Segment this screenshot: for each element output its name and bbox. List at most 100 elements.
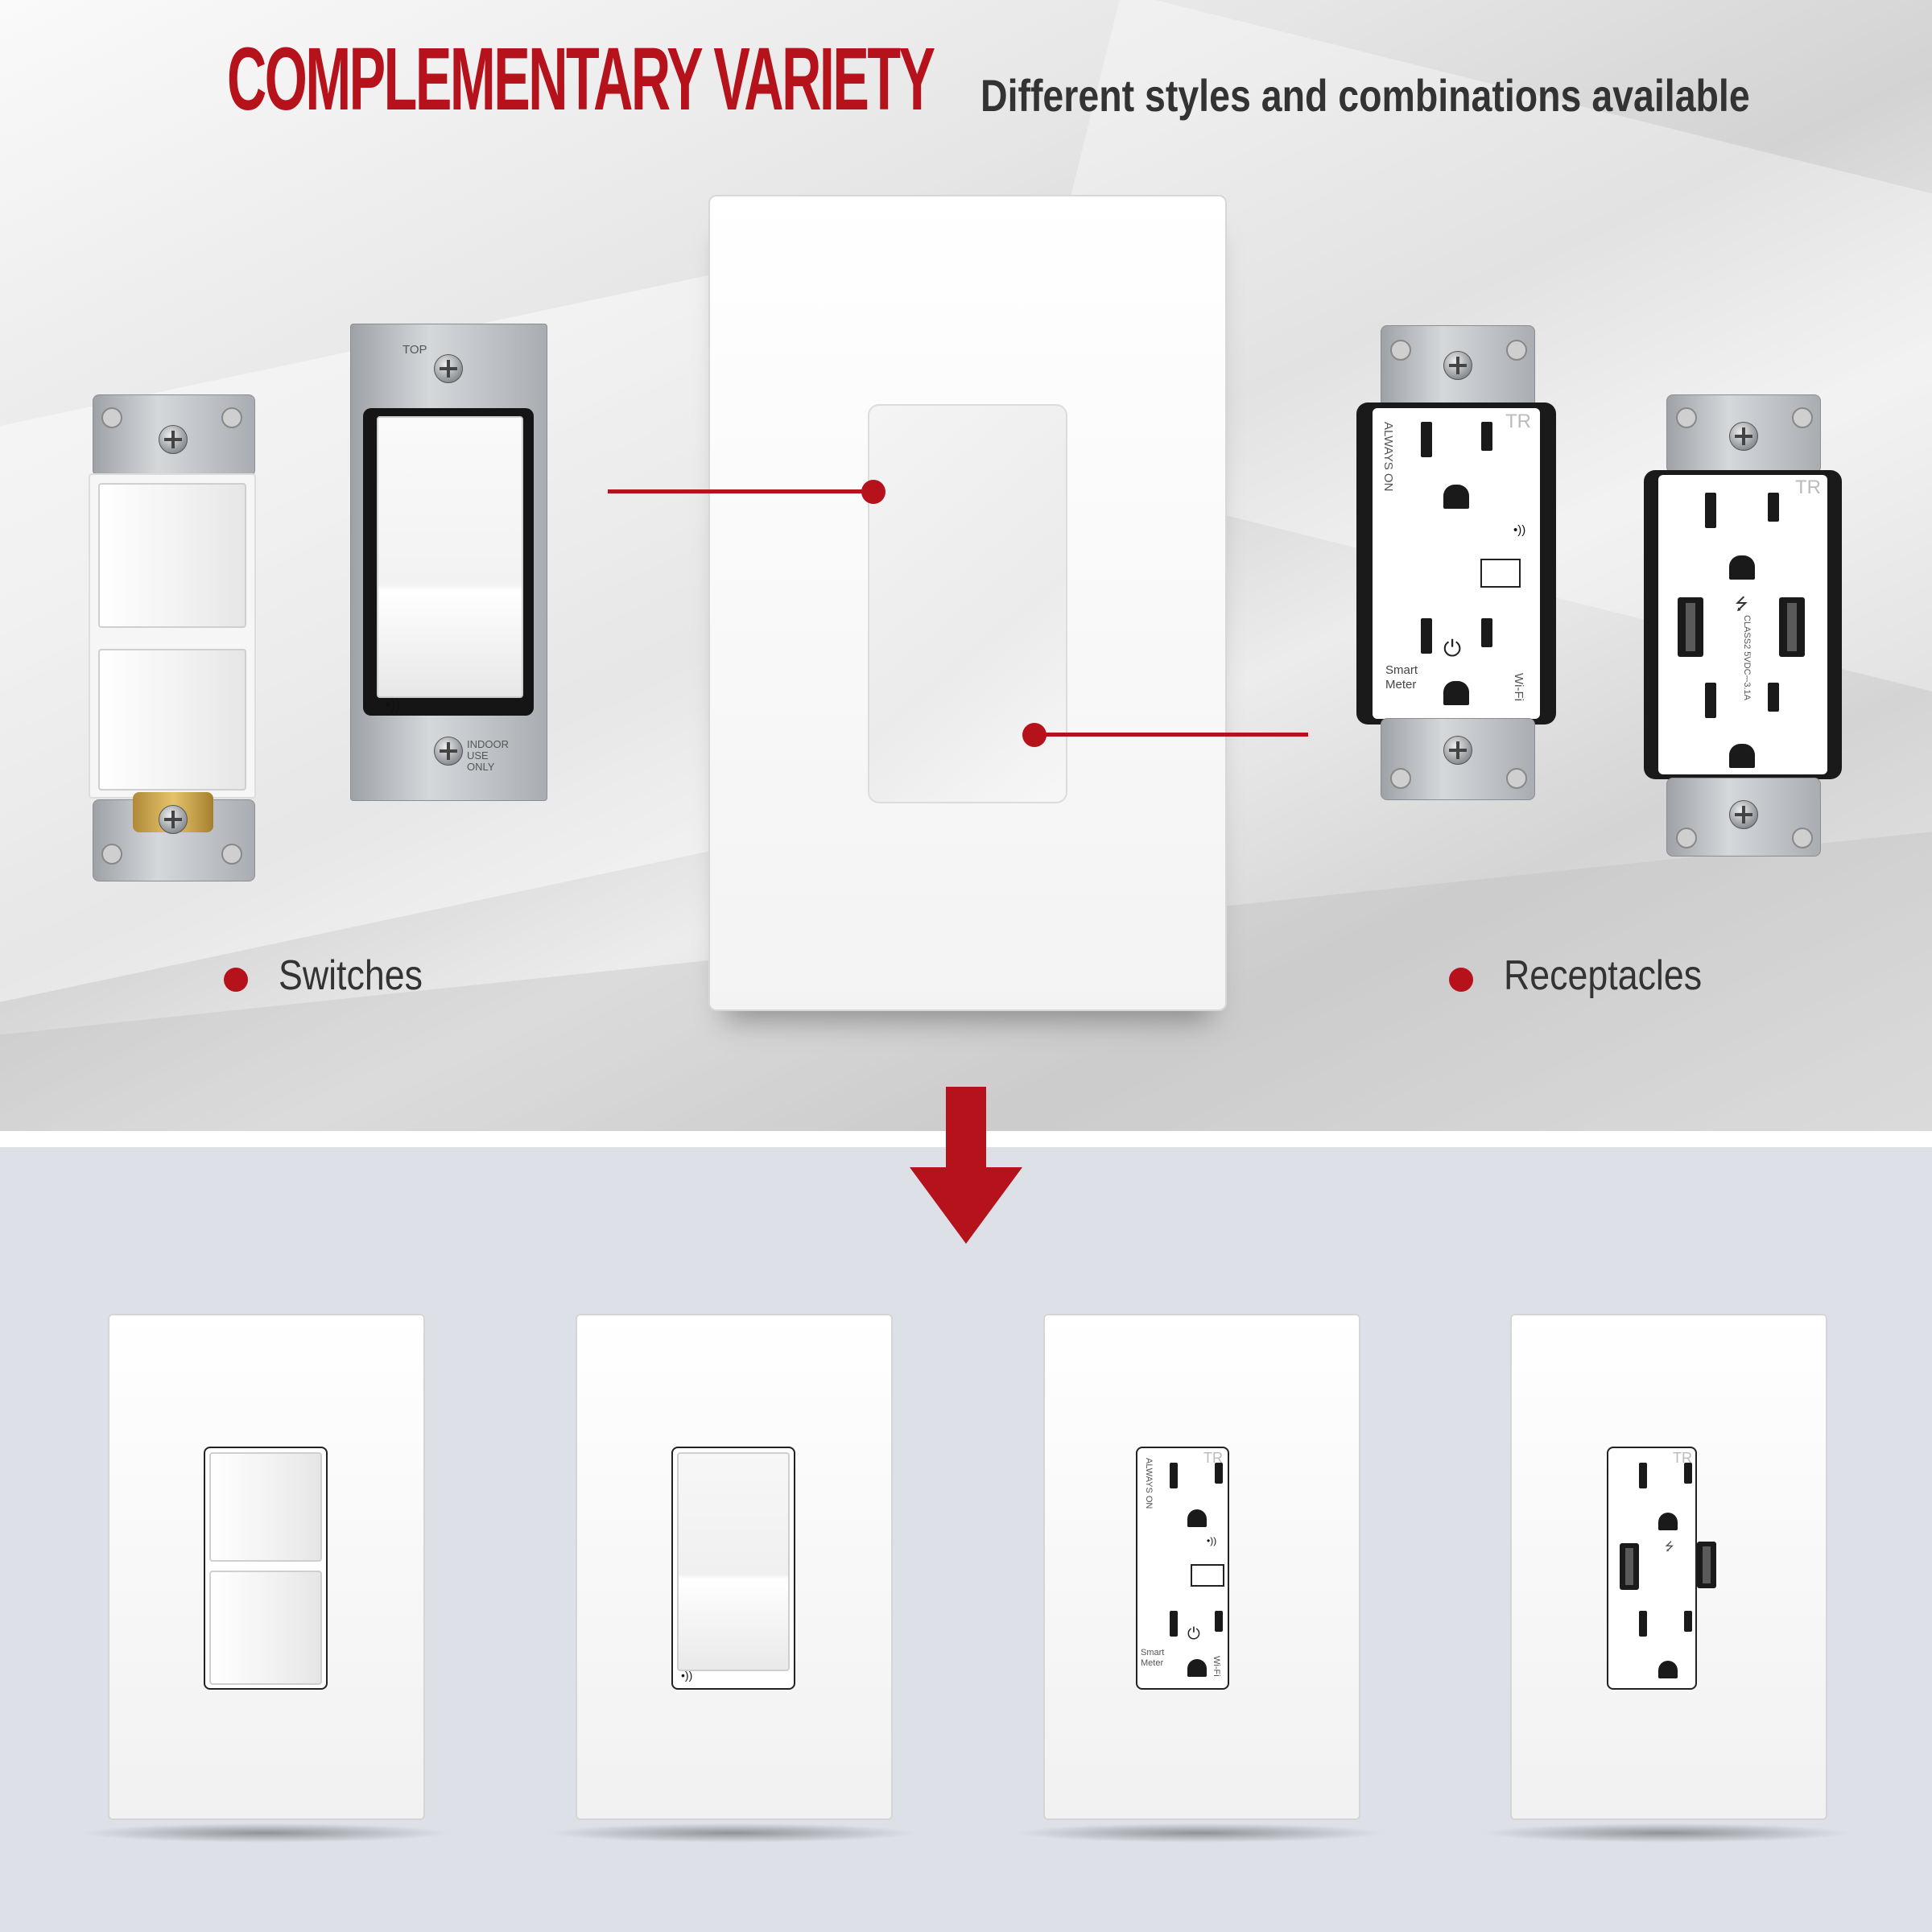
outlet-ground <box>1658 1661 1678 1678</box>
indoor-use-label: INDOOR USE ONLY <box>467 738 509 773</box>
wireless-signal-icon: •)) <box>386 696 401 712</box>
strap-hole <box>101 407 122 428</box>
screw-icon <box>1443 736 1472 765</box>
strap-hole <box>221 407 242 428</box>
wireless-signal-icon: •)) <box>1207 1535 1217 1546</box>
screw-icon <box>159 425 188 454</box>
wireless-signal-icon: •)) <box>681 1669 693 1682</box>
screw-icon <box>159 805 188 834</box>
usb-port-right <box>1697 1542 1716 1588</box>
wall-plate-usb-receptacle: TR ⭍ <box>1510 1314 1827 1820</box>
usb-port-right <box>1779 597 1805 657</box>
strap-hole <box>1390 340 1411 361</box>
smart-switch-insert: •)) <box>671 1447 795 1690</box>
screw-icon <box>1729 800 1758 829</box>
always-on-label: ALWAYS ON <box>1144 1458 1154 1509</box>
strap-hole <box>1390 768 1411 789</box>
pointer-dot-switches <box>861 480 886 504</box>
rocker-paddle-bottom <box>98 649 246 791</box>
strap-hole <box>1792 828 1813 848</box>
outlet-slot <box>1215 1463 1223 1484</box>
outlet-slot <box>1684 1463 1692 1484</box>
caption-receptacles: Receptacles <box>1504 952 1703 999</box>
outlet-slot <box>1768 493 1779 522</box>
tr-label: TR <box>1505 411 1531 432</box>
rocker-paddle-top <box>98 483 246 628</box>
usb-receptacle: TR ⭍ CLASS2 5VDC⎓3.1A <box>1642 393 1843 876</box>
strap-hole <box>221 844 242 865</box>
pointer-dot-receptacles <box>1022 723 1046 747</box>
wall-plate-smart-switch: •)) <box>576 1314 893 1820</box>
top-label: TOP <box>402 343 427 357</box>
wall-plate-large <box>708 195 1227 1011</box>
tr-label: TR <box>1203 1450 1223 1466</box>
rocker-paddle <box>677 1452 790 1671</box>
outlet-slot <box>1639 1463 1647 1488</box>
down-arrow-icon <box>910 1087 1022 1244</box>
plate-shadow <box>1014 1823 1385 1843</box>
page-subtitle: Different styles and combinations availa… <box>980 70 1750 121</box>
plate-shadow <box>80 1823 451 1843</box>
outlet-ground <box>1187 1659 1207 1677</box>
always-on-label: ALWAYS ON <box>1381 422 1395 492</box>
strap-hole <box>1676 828 1697 848</box>
usb-rating-label: CLASS2 5VDC⎓3.1A <box>1742 615 1752 700</box>
wireless-signal-icon: •)) <box>1513 523 1526 537</box>
outlet-slot <box>1215 1611 1223 1632</box>
outlet-slot <box>1421 618 1432 654</box>
strap-hole <box>101 844 122 865</box>
outlet-ground <box>1729 555 1755 580</box>
status-button <box>1191 1564 1224 1587</box>
rocker-paddle-bottom <box>209 1571 322 1685</box>
outlet-ground <box>1187 1509 1207 1527</box>
bullet-dot <box>1449 968 1473 992</box>
page-title: COMPLEMENTARY VARIETY <box>227 30 935 129</box>
wifi-label: Wi-Fi <box>1512 673 1525 701</box>
outlet-slot <box>1705 493 1716 528</box>
rocker-paddle-top <box>209 1452 322 1562</box>
outlet-slot <box>1170 1463 1178 1488</box>
wall-plate-double-switch <box>108 1314 425 1820</box>
outlet-slot <box>1768 683 1779 712</box>
usb-port-left <box>1678 597 1703 657</box>
double-switch-insert <box>204 1447 328 1690</box>
usb-receptacle-insert: TR ⭍ <box>1607 1447 1697 1690</box>
outlet-slot <box>1481 422 1492 451</box>
tr-label: TR <box>1673 1450 1692 1466</box>
usb-port-left <box>1620 1543 1639 1590</box>
strap-hole <box>1506 768 1527 789</box>
tr-label: TR <box>1795 477 1821 498</box>
strap-hole <box>1506 340 1527 361</box>
outlet-slot <box>1481 618 1492 647</box>
strap-hole <box>1676 407 1697 428</box>
status-button <box>1480 559 1521 588</box>
outlet-ground <box>1443 485 1469 509</box>
outlet-ground <box>1443 681 1469 705</box>
smart-rocker-switch: TOP •)) INDOOR USE ONLY <box>350 324 547 801</box>
pointer-line-switches <box>608 489 873 493</box>
outlet-ground <box>1729 744 1755 768</box>
pointer-line-receptacles <box>1034 733 1308 737</box>
plate-shadow <box>547 1823 918 1843</box>
outlet-ground <box>1658 1513 1678 1530</box>
power-icon: ⏻ <box>1187 1625 1200 1643</box>
strap-hole <box>1792 407 1813 428</box>
plate-shadow <box>1481 1823 1852 1843</box>
screw-icon <box>434 354 463 383</box>
screw-icon <box>434 737 463 766</box>
usb-icon: ⭍ <box>1665 1540 1674 1553</box>
usb-icon: ⭍ <box>1735 596 1748 613</box>
outlet-slot <box>1639 1611 1647 1637</box>
double-rocker-switch <box>89 393 258 886</box>
screw-icon <box>1729 422 1758 451</box>
caption-switches: Switches <box>279 952 423 999</box>
wifi-label: Wi-Fi <box>1212 1656 1221 1677</box>
outlet-slot <box>1170 1611 1178 1637</box>
outlet-slot <box>1705 683 1716 718</box>
screw-icon <box>1443 351 1472 380</box>
